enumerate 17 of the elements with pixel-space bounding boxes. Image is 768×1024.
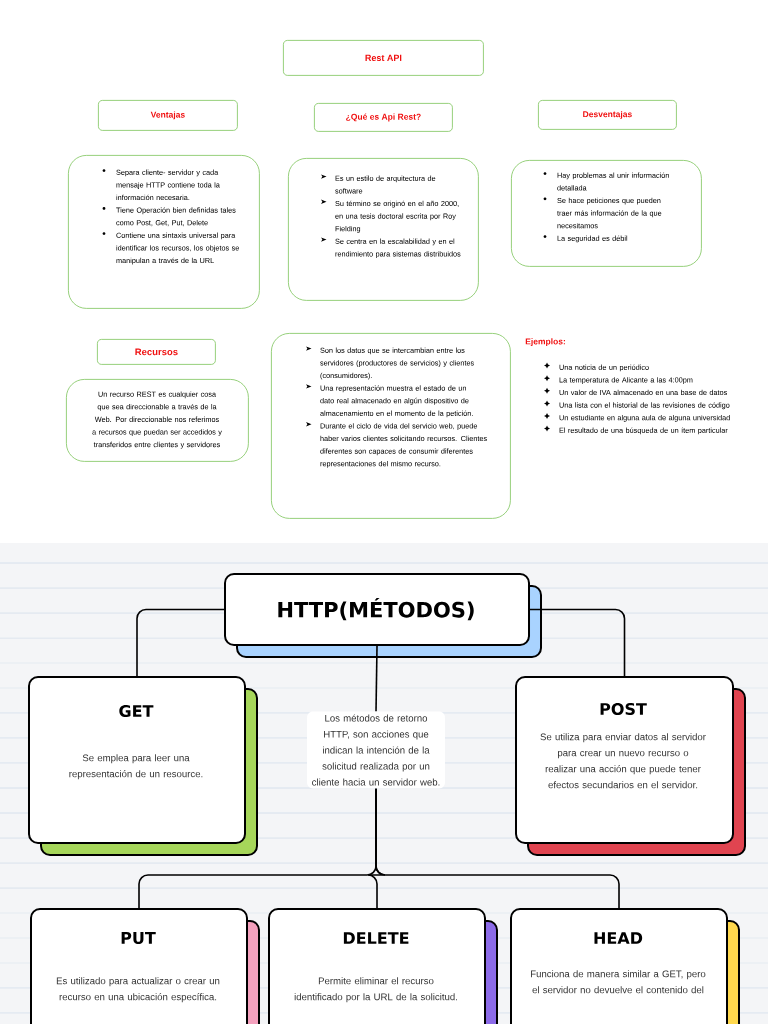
connector-line xyxy=(375,788,620,909)
method-card: GET Se emplea para leer una representación de un resource. xyxy=(28,676,258,856)
heading: Ejemplos: xyxy=(525,338,565,347)
method-card: POST Se utiliza para enviar datos al servidor para crear un nuevo recurso o realizar una acción que puede tener efectos secundarios en el servidor. xyxy=(515,676,746,856)
heading-box: Desventajas xyxy=(538,100,677,130)
heading-box: Recursos xyxy=(97,339,216,365)
method-card: PUT Es utilizado para actualizar o crear un recurso en una ubicación específica. xyxy=(30,908,260,1024)
method-card: DELETE Permite eliminar el recurso identificado por la URL de la solicitud. xyxy=(268,908,498,1024)
heading-box: Ventajas xyxy=(98,100,238,131)
method-card: HTTP(MÉTODOS) xyxy=(224,573,542,658)
connector-line xyxy=(529,608,626,677)
heading-box: ¿Qué es Api Rest? xyxy=(314,103,453,132)
method-card: HEAD Funciona de manera similar a GET, pero el servidor no devuelve el contenido del xyxy=(510,908,740,1024)
connector-line xyxy=(136,608,225,677)
heading-box: Rest API xyxy=(283,40,484,76)
description-text: Los métodos de retorno HTTP, son acciones que indican la intención de la solicitud realizada por un cliente hacia un servidor web. xyxy=(307,711,445,789)
connector-line xyxy=(375,645,378,713)
